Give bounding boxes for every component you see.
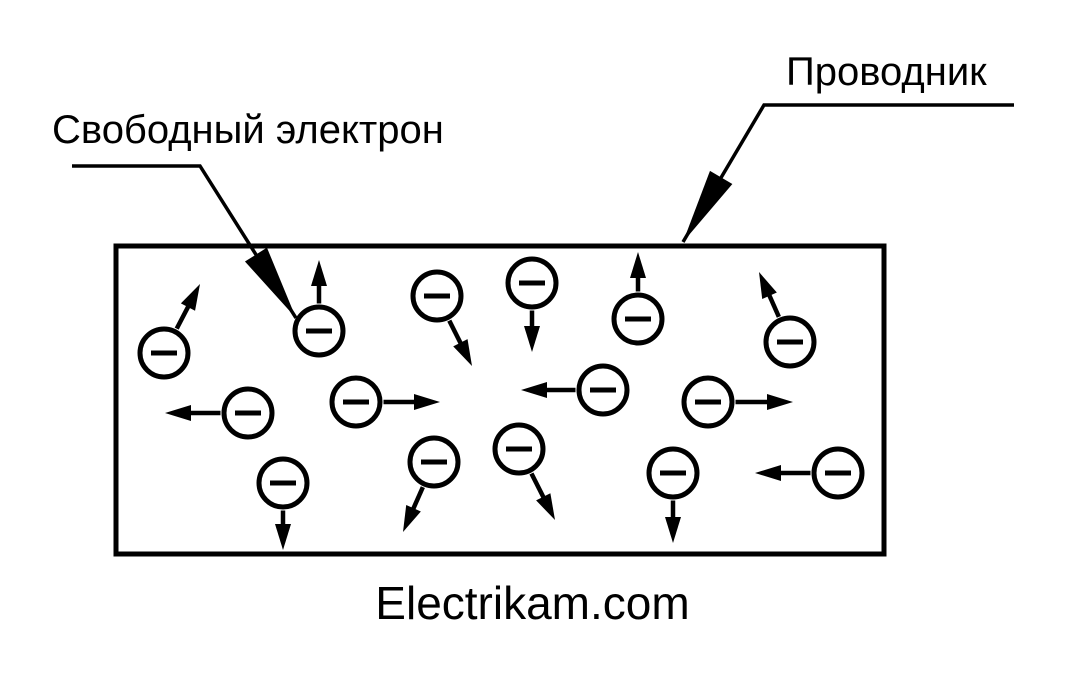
watermark-text: Electrikam.com xyxy=(375,577,690,629)
electron-velocity-arrowhead xyxy=(403,504,421,532)
electron-velocity-arrowhead xyxy=(755,465,781,481)
electron-velocity-arrowhead xyxy=(311,260,327,286)
conductor-label: Проводник xyxy=(786,50,987,94)
electron-velocity-arrowhead xyxy=(180,284,200,311)
electron-velocity-arrowhead xyxy=(759,272,777,300)
electron-velocity-arrowhead xyxy=(524,326,540,352)
electron-velocity-arrowhead xyxy=(630,252,646,278)
free-electron-leader-arrowhead xyxy=(244,247,296,318)
conductor-box xyxy=(113,243,887,557)
electron-velocity-arrowhead xyxy=(165,405,191,421)
electron-velocity-arrowhead xyxy=(767,394,793,410)
electron-velocity-arrowhead xyxy=(665,517,681,543)
conductor-leader-arrowhead xyxy=(683,170,733,242)
electron-velocity-arrowhead xyxy=(521,382,547,398)
electron-velocity-arrowhead xyxy=(536,493,555,520)
conductor-leader-line xyxy=(681,103,1014,243)
electron-velocity-arrowhead xyxy=(275,524,291,550)
electron-velocity-arrowhead xyxy=(414,394,440,410)
free-electron-leader-line xyxy=(72,164,298,319)
free-electron-label: Свободный электрон xyxy=(52,108,444,152)
electron-velocity-arrowhead xyxy=(453,339,472,366)
